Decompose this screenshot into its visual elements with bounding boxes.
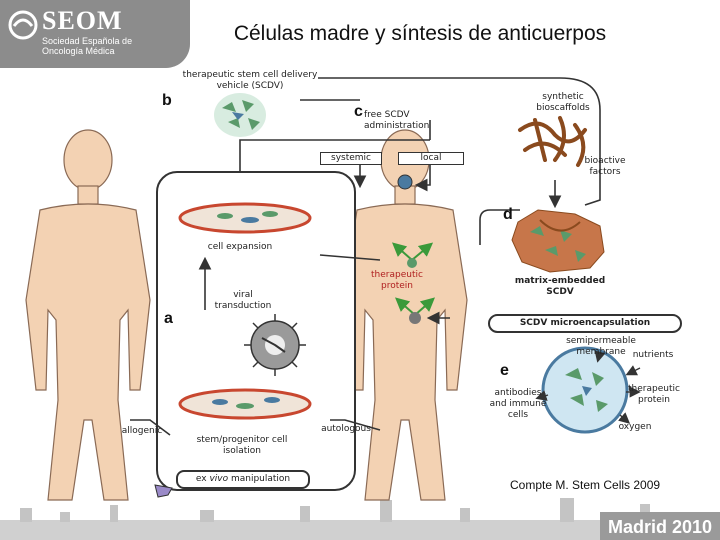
- seom-emblem-icon: [8, 10, 38, 40]
- label-therapeutic-protein: therapeutic protein: [371, 270, 423, 291]
- panel-letter-e: e: [500, 362, 509, 379]
- footer-city: Madrid 2010: [607, 517, 712, 537]
- ex-vivo-italic: vivo: [209, 474, 229, 484]
- label-viral-transduction: viral transduction: [214, 290, 272, 311]
- panel-letter-d: d: [503, 206, 513, 223]
- flow-lines: [130, 77, 601, 436]
- label-microencapsulation: SCDV microencapsulation: [488, 314, 682, 333]
- bioscaffold-icon: [518, 116, 587, 167]
- right-human-figure: [342, 129, 468, 501]
- label-synthetic-bioscaffolds: synthetic bioscaffolds: [536, 92, 590, 113]
- label-matrix-embedded: matrix-embedded SCDV: [514, 276, 606, 297]
- capsule-flow-arrows: [535, 350, 641, 424]
- panel-letter-a: a: [164, 310, 173, 327]
- skyline-footer: [0, 498, 720, 540]
- logo-text: SEOM: [42, 6, 123, 35]
- microcapsule-icon: [541, 346, 629, 434]
- left-human-figure: [25, 129, 151, 501]
- logo-subtitle: Sociedad Española de Oncología Médica: [42, 36, 133, 56]
- panel-letter-c: c: [354, 103, 363, 120]
- embedded-site: [407, 258, 417, 268]
- label-bioactive-factors: bioactive factors: [584, 156, 626, 177]
- pointer-hand-icon: [154, 484, 173, 498]
- scdv-cell-cluster: [214, 93, 266, 137]
- label-ex-vivo: ex vivo manipulation: [176, 470, 310, 489]
- ex-vivo-suffix: manipulation: [228, 474, 291, 484]
- label-systemic: systemic: [320, 152, 382, 165]
- culture-dish-top: [178, 202, 312, 234]
- label-scdv-vehicle: therapeutic stem cell delivery vehicle (…: [182, 70, 318, 91]
- label-therapeutic-protein-e: therapeutic protein: [628, 384, 680, 405]
- ex-vivo-prefix: ex: [195, 474, 210, 484]
- label-antibodies-immune: antibodies and immune cells: [489, 388, 547, 420]
- slide-title: Células madre y síntesis de anticuerpos: [233, 22, 607, 45]
- capsule-site: [409, 312, 421, 324]
- protein-arrows: [392, 242, 435, 316]
- local-injection-site: [397, 174, 413, 190]
- citation: Compte M. Stem Cells 2009: [510, 478, 661, 492]
- label-free-scdv: free SCDV administration: [364, 110, 430, 131]
- label-nutrients: nutrients: [632, 350, 674, 360]
- label-autologous: autologous: [321, 424, 371, 434]
- label-cell-expansion: cell expansion: [207, 242, 273, 252]
- seom-logo: SEOM Sociedad Española de Oncología Médi…: [0, 0, 190, 68]
- culture-dish-bottom: [178, 388, 312, 420]
- label-semipermeable-membrane: semipermeable membrane: [566, 336, 636, 357]
- label-oxygen: oxygen: [618, 422, 652, 432]
- label-local: local: [398, 152, 464, 165]
- panel-letter-b: b: [162, 92, 172, 109]
- matrix-embedded-scdv-icon: [511, 209, 605, 273]
- virus-icon: [244, 314, 306, 376]
- label-allogenic: allogenic: [121, 426, 163, 436]
- label-stem-isolation: stem/progenitor cell isolation: [196, 435, 288, 456]
